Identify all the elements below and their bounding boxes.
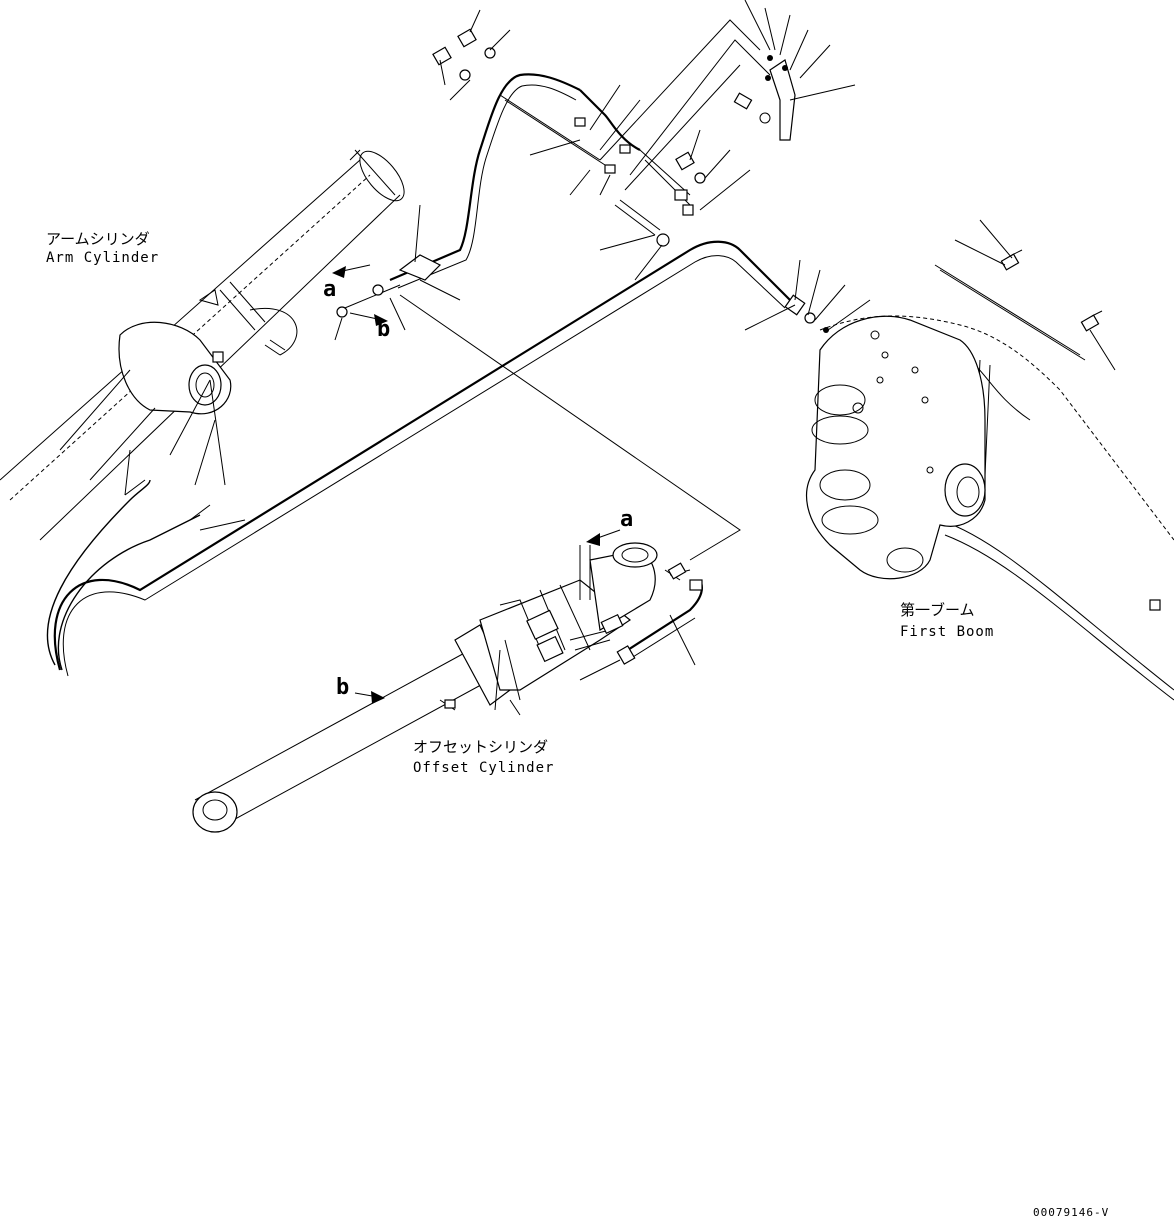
ref-b-upper: b [377, 317, 390, 342]
ref-b-lower: b [336, 675, 349, 700]
arm-cylinder [0, 149, 405, 541]
first-boom-label-en: First Boom [900, 624, 994, 640]
drawing-number: 00079146-V [1033, 1206, 1109, 1219]
arm-cylinder-label-jp: アームシリンダ [46, 230, 150, 248]
offset-cylinder-label-jp: オフセットシリンダ [413, 738, 548, 756]
offset-cylinder-label-en: Offset Cylinder [413, 760, 554, 776]
hydraulic-hoses [46, 0, 1116, 677]
arm-cylinder-label-en: Arm Cylinder [46, 250, 159, 266]
ref-a-lower: a [620, 507, 633, 532]
first-boom [806, 249, 1174, 701]
first-boom-label-jp: 第一ブーム [900, 601, 975, 619]
reference-arrows [332, 264, 621, 704]
offset-cylinder [192, 542, 704, 833]
ref-a-upper: a [323, 277, 336, 302]
